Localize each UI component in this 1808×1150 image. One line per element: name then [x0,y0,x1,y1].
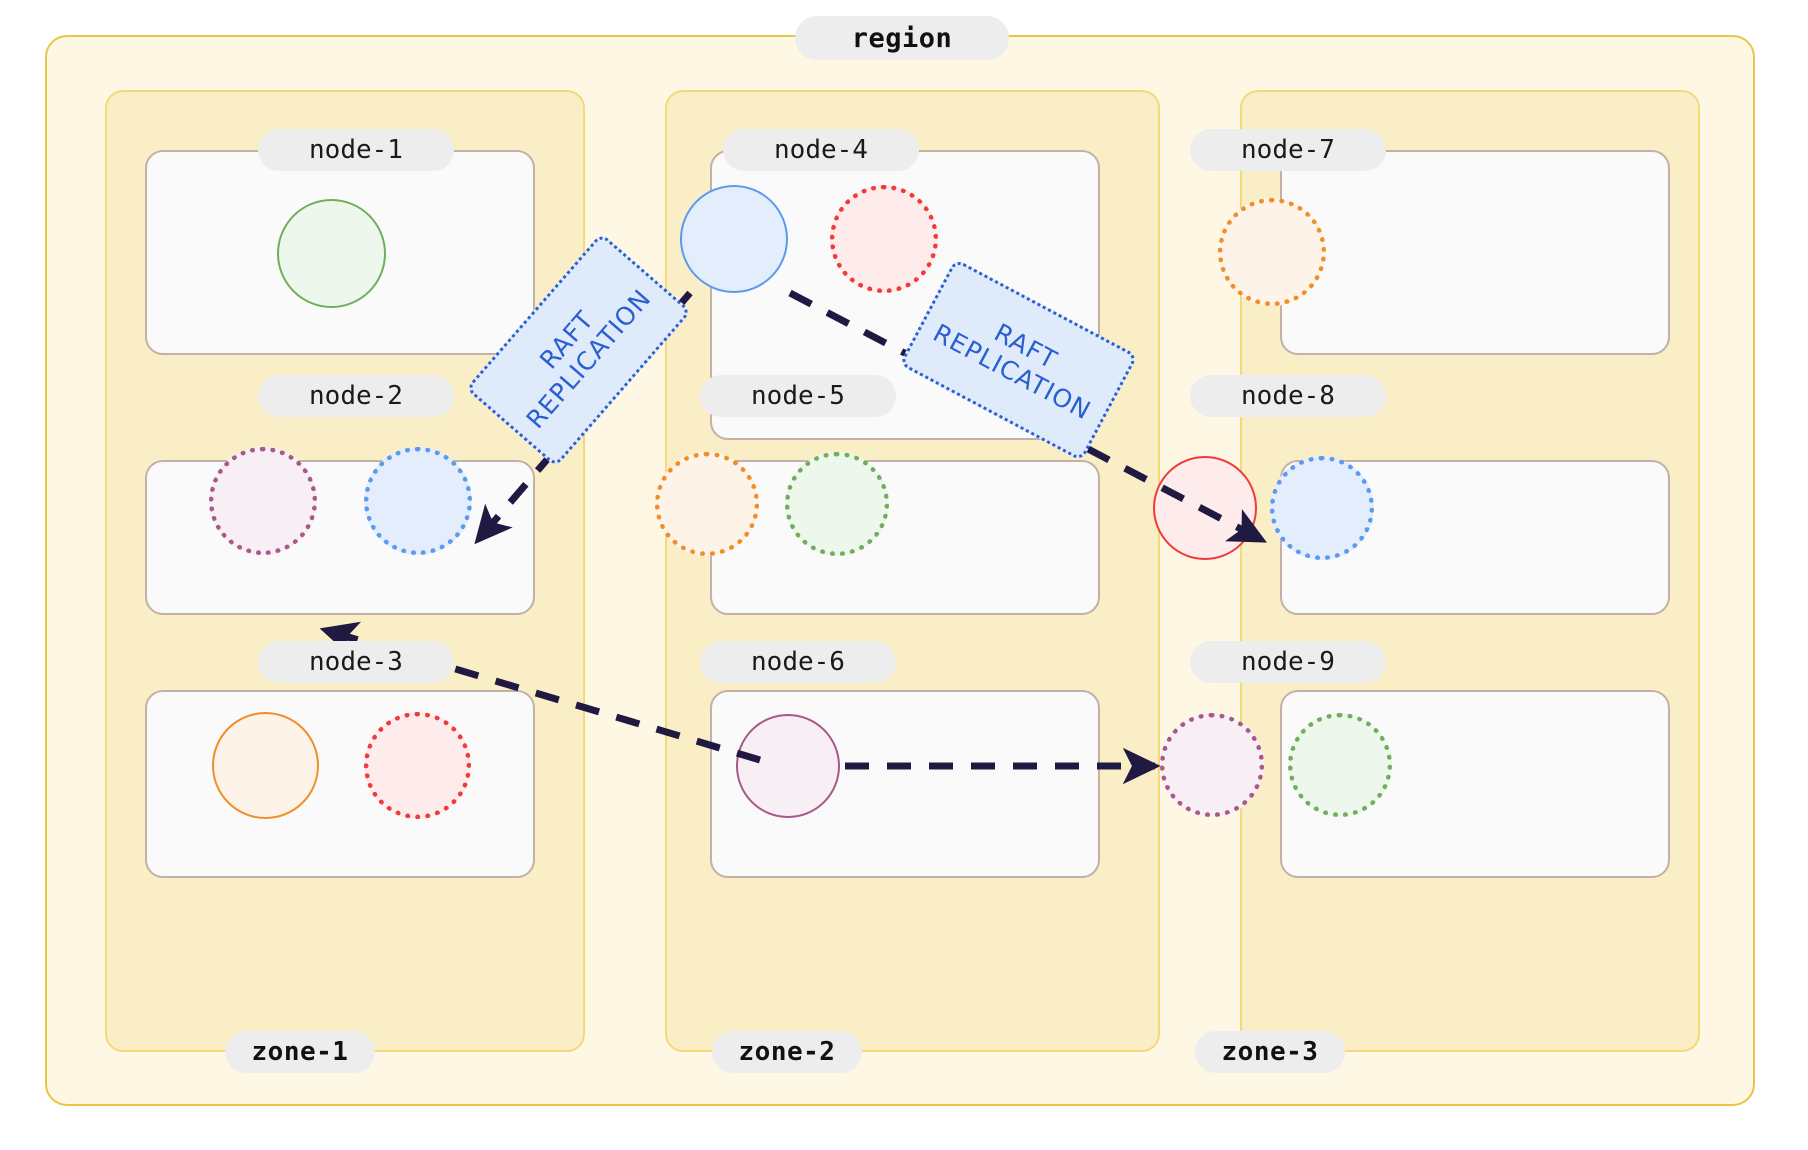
zone-label-zone-2: zone-2 [712,1031,862,1073]
node-box-node-2[interactable] [145,460,535,615]
node-label-node-1: node-1 [258,129,454,171]
replica-circle-node-9-0[interactable] [1160,713,1264,817]
node-label-node-9: node-9 [1190,641,1386,683]
replica-circle-node-3-1[interactable] [364,712,471,819]
replica-circle-node-3-0[interactable] [212,712,319,819]
node-box-node-7[interactable] [1280,150,1670,355]
replica-circle-node-8-1[interactable] [1270,456,1374,560]
replica-circle-node-5-0[interactable] [655,452,759,556]
node-label-node-6: node-6 [700,641,896,683]
replica-circle-node-9-1[interactable] [1288,713,1392,817]
region-label: region [795,16,1009,60]
node-label-node-3: node-3 [258,641,454,683]
node-label-node-2: node-2 [258,375,454,417]
node-label-node-4: node-4 [723,129,919,171]
replica-circle-node-2-1[interactable] [364,447,472,555]
zone-label-zone-1: zone-1 [225,1031,375,1073]
replica-circle-node-1-0[interactable] [277,199,386,308]
replica-circle-node-4-0[interactable] [680,185,788,293]
replica-circle-node-8-0[interactable] [1153,456,1257,560]
replica-circle-node-6-0[interactable] [736,714,840,818]
replica-circle-node-7-0[interactable] [1218,198,1326,306]
node-label-node-5: node-5 [700,375,896,417]
node-box-node-3[interactable] [145,690,535,878]
node-box-node-5[interactable] [710,460,1100,615]
replica-circle-node-2-0[interactable] [209,447,317,555]
node-label-node-7: node-7 [1190,129,1386,171]
zone-label-zone-3: zone-3 [1195,1031,1345,1073]
replica-circle-node-5-1[interactable] [785,452,889,556]
node-label-node-8: node-8 [1190,375,1386,417]
replica-circle-node-4-1[interactable] [830,185,938,293]
